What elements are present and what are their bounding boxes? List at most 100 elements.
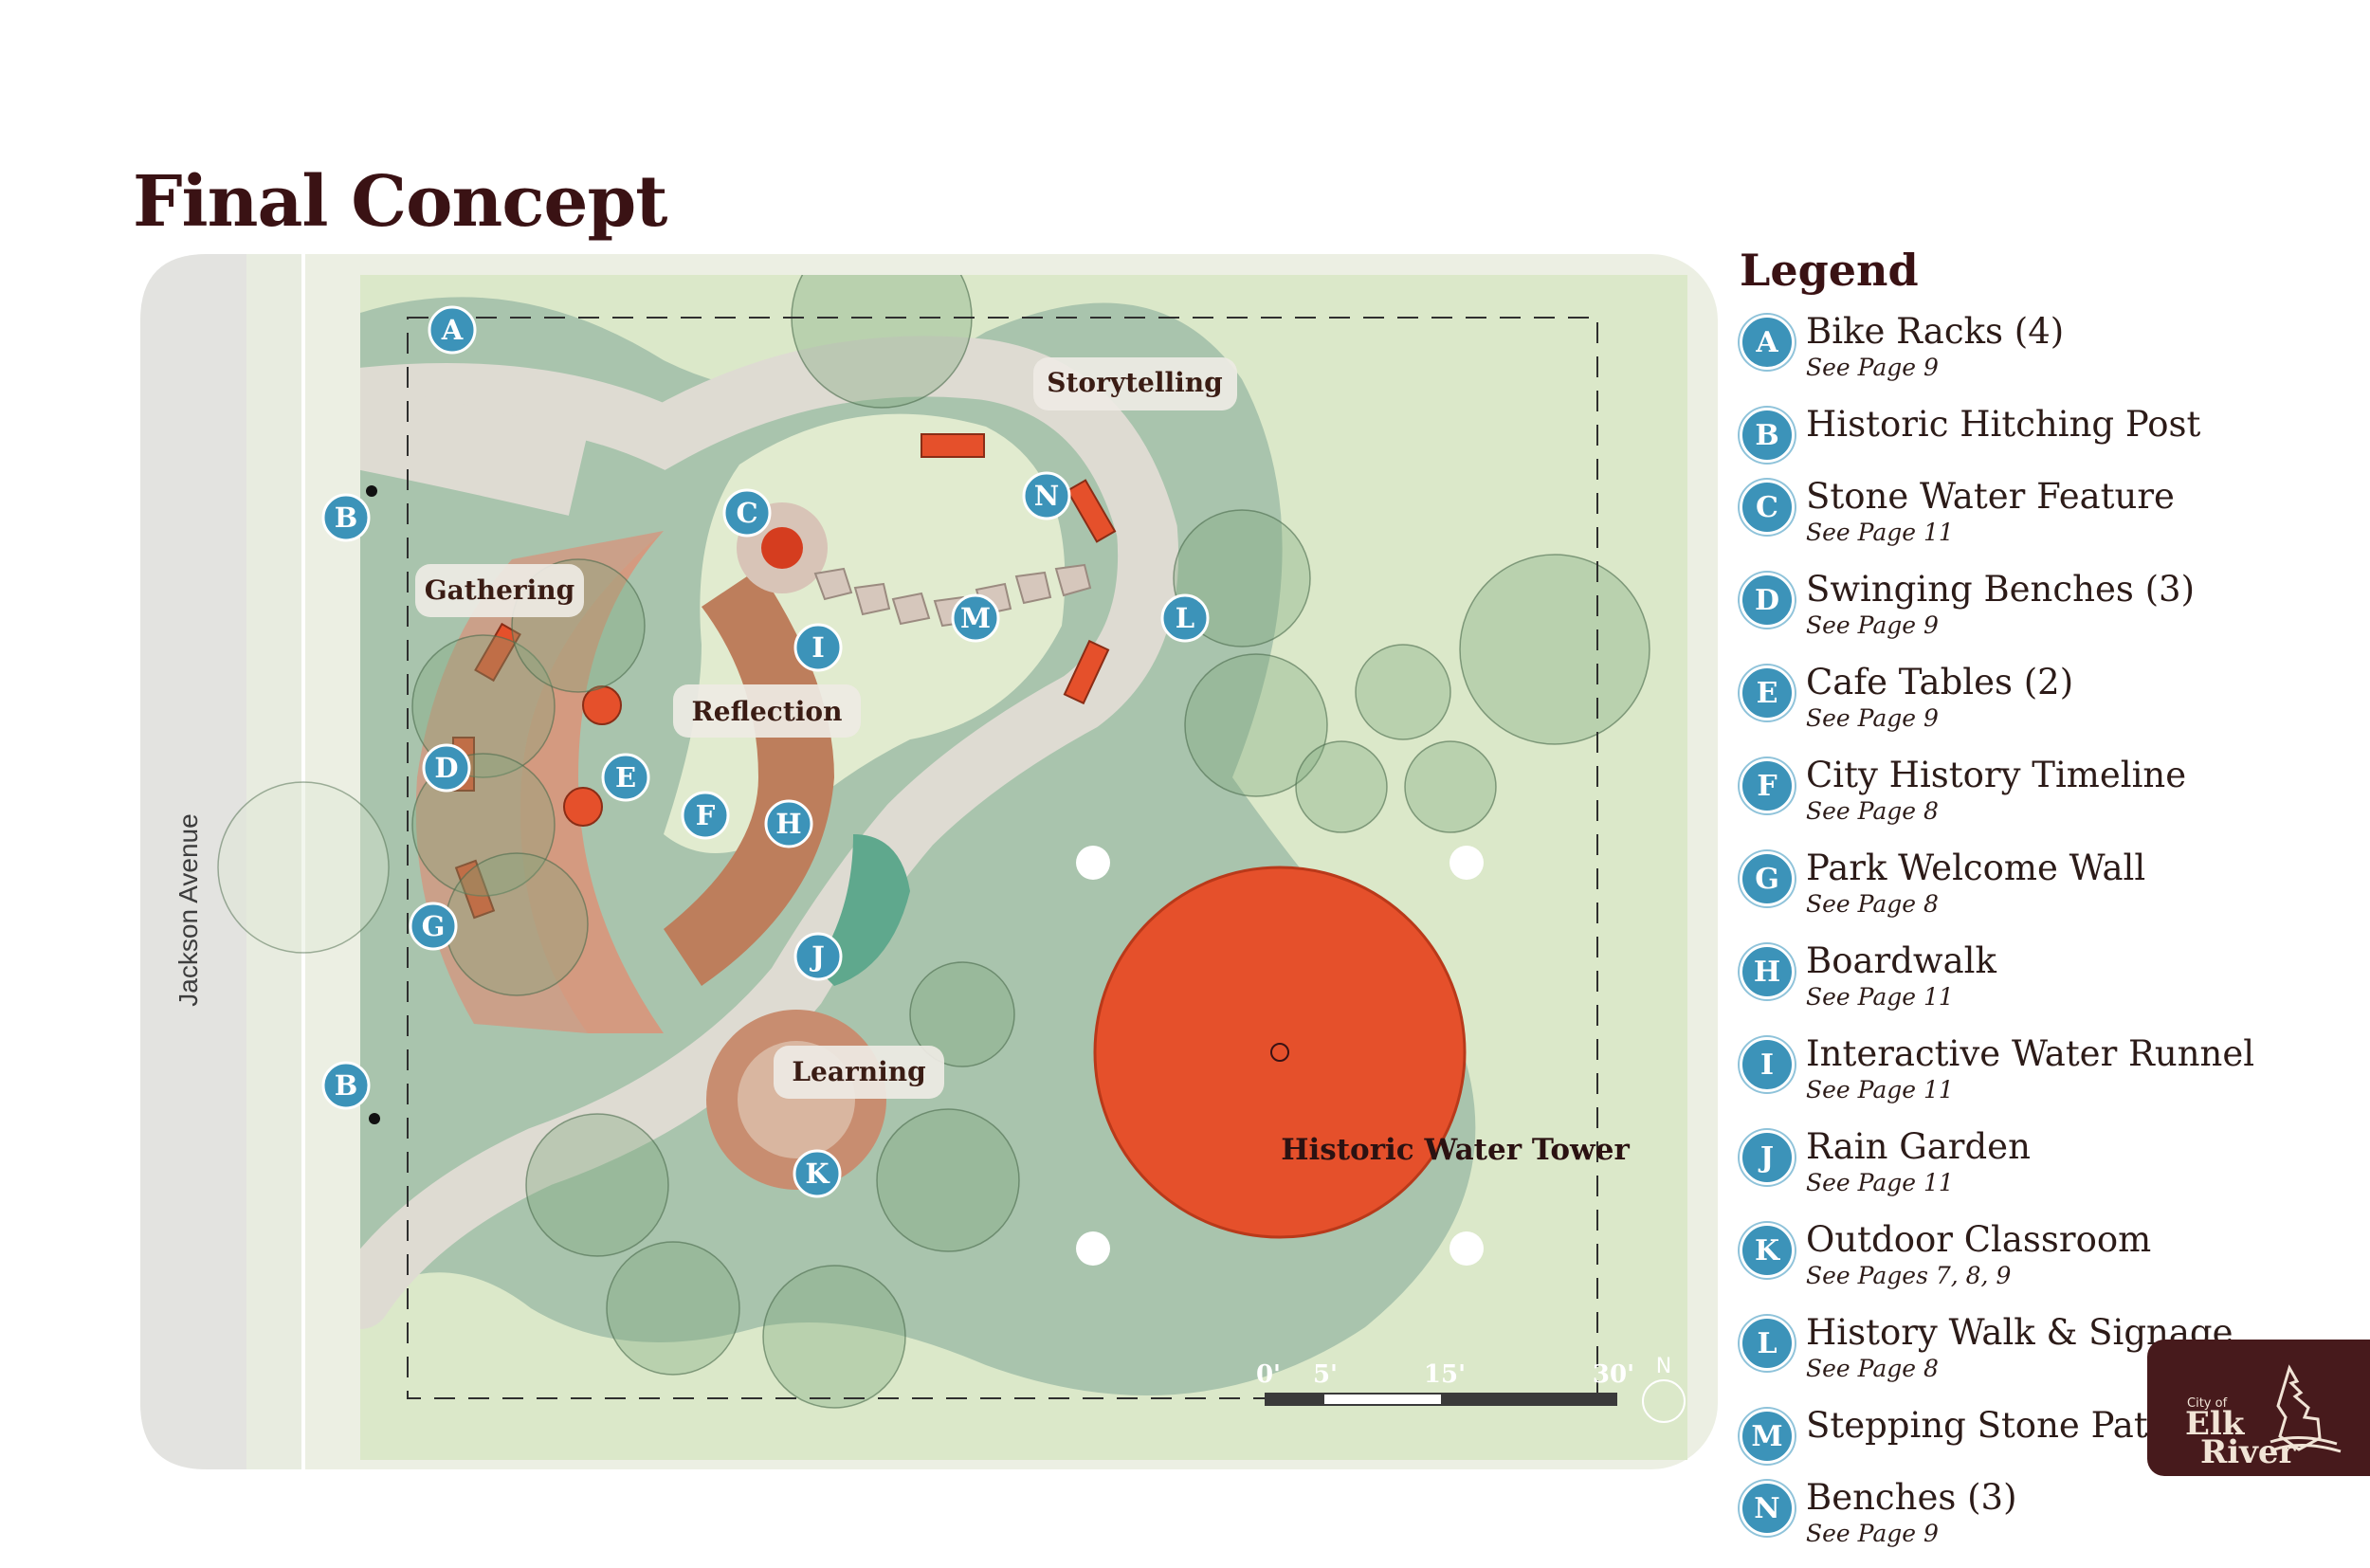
svg-text:H: H [775, 808, 801, 840]
legend-badge: H [1740, 944, 1795, 999]
legend-label: Bike Racks (4) [1806, 311, 2065, 352]
legend-reference: See Page 8 [1806, 797, 1939, 825]
legend-reference: See Page 9 [1806, 611, 1939, 639]
scale-5: 5' [1313, 1360, 1338, 1389]
svg-text:N: N [1034, 480, 1060, 512]
scale-15: 15' [1424, 1360, 1466, 1389]
svg-text:G: G [422, 910, 446, 942]
marker-l: L [1160, 593, 1210, 643]
street-label: Jackson Avenue [173, 813, 203, 1006]
marker-i: I [793, 623, 843, 672]
legend-badge: G [1740, 851, 1795, 906]
zone-label-gathering: Gathering [415, 564, 584, 617]
zone-label-learning: Learning [774, 1046, 944, 1099]
marker-m: M [951, 593, 1000, 643]
svg-text:F: F [696, 799, 716, 831]
marker-h: H [764, 799, 813, 848]
main-path [360, 336, 1179, 1329]
svg-text:M: M [960, 602, 991, 634]
legend-label: Stone Water Feature [1806, 476, 2175, 517]
marker-b-north: B [321, 493, 371, 542]
boardwalk [664, 569, 834, 986]
legend-item: M Stepping Stone Path [1740, 1403, 2365, 1464]
legend-reference: See Page 11 [1806, 983, 1954, 1011]
legend-badge: E [1740, 665, 1795, 720]
legend-label: Interactive Water Runnel [1806, 1033, 2255, 1074]
scale-0: 0' [1256, 1360, 1281, 1389]
legend-label: Park Welcome Wall [1806, 848, 2146, 888]
svg-text:E: E [615, 761, 636, 793]
legend-label: Cafe Tables (2) [1806, 662, 2074, 702]
svg-text:J: J [809, 940, 825, 973]
marker-g: G [409, 902, 458, 951]
legend-reference: See Page 9 [1806, 354, 1939, 381]
legend-title: Legend [1740, 245, 1919, 296]
legend-badge: K [1740, 1223, 1795, 1278]
zone-text-learning: Learning [792, 1056, 925, 1087]
legend-badge: C [1740, 480, 1795, 535]
elk-icon [2270, 1364, 2342, 1453]
legend-reference: See Page 8 [1806, 890, 1939, 918]
logo-city-of: City of [2187, 1396, 2228, 1411]
svg-text:K: K [805, 1158, 830, 1190]
legend-badge: B [1740, 408, 1795, 463]
legend-badge: I [1740, 1037, 1795, 1092]
site-interior [360, 275, 1687, 1460]
marker-a: A [428, 305, 477, 355]
legend-label: Rain Garden [1806, 1126, 2031, 1167]
legend-reference: See Page 8 [1806, 1355, 1939, 1382]
water-tower-label: Historic Water Tower [1281, 1133, 1630, 1167]
legend-label: Benches (3) [1806, 1477, 2017, 1518]
logo-line-1: Elk [2185, 1405, 2245, 1443]
stepping-stone-path [813, 563, 1092, 628]
legend-label: Historic Hitching Post [1806, 404, 2201, 445]
legend-badge: J [1740, 1130, 1795, 1185]
legend-reference: See Page 11 [1806, 1169, 1954, 1196]
legend-reference: See Page 9 [1806, 704, 1939, 732]
legend-item: B Historic Hitching Post [1740, 402, 2365, 463]
svg-text:I: I [811, 631, 825, 664]
legend-reference: See Page 9 [1806, 1520, 1939, 1547]
street [140, 254, 246, 1469]
marker-e: E [601, 753, 650, 802]
zone-label-storytelling: Storytelling [1033, 357, 1237, 410]
legend-label: Boardwalk [1806, 940, 1996, 981]
svg-text:D: D [434, 752, 458, 784]
marker-b-south: B [321, 1061, 371, 1110]
legend-badge: A [1740, 315, 1795, 370]
marker-j: J [793, 932, 843, 981]
legend-label: City History Timeline [1806, 755, 2187, 795]
marker-k: K [793, 1149, 842, 1198]
legend-label: Swinging Benches (3) [1806, 569, 2195, 610]
historic-water-tower [1093, 866, 1467, 1239]
zone-text-gathering: Gathering [425, 574, 574, 606]
legend-label: Stepping Stone Path [1806, 1405, 2171, 1446]
site-markers: A B B C D E F G H I J K L M N [321, 305, 1210, 1198]
page-title: Final Concept [133, 161, 667, 243]
logo-line-2: River [2200, 1433, 2296, 1471]
marker-c: C [722, 488, 772, 538]
legend-badge: M [1740, 1409, 1795, 1464]
tree-canopies [411, 275, 1650, 1409]
zone-label-reflection: Reflection [673, 684, 861, 738]
site-plan: Jackson Avenue [133, 246, 1725, 1479]
legend-reference: See Page 11 [1806, 519, 1954, 546]
svg-text:A: A [441, 314, 464, 346]
north-label: N [1656, 1355, 1671, 1378]
north-arrow [1642, 1379, 1686, 1423]
legend-reference: See Page 11 [1806, 1076, 1954, 1103]
logo-name: Elk River [2185, 1405, 2296, 1471]
legend-badge: L [1740, 1316, 1795, 1371]
svg-text:C: C [736, 497, 757, 529]
zone-text-reflection: Reflection [692, 696, 843, 727]
zone-text-storytelling: Storytelling [1047, 367, 1222, 398]
legend-item: E Cafe Tables (2)See Page 9 [1740, 660, 2365, 732]
sidewalk [246, 254, 303, 1469]
